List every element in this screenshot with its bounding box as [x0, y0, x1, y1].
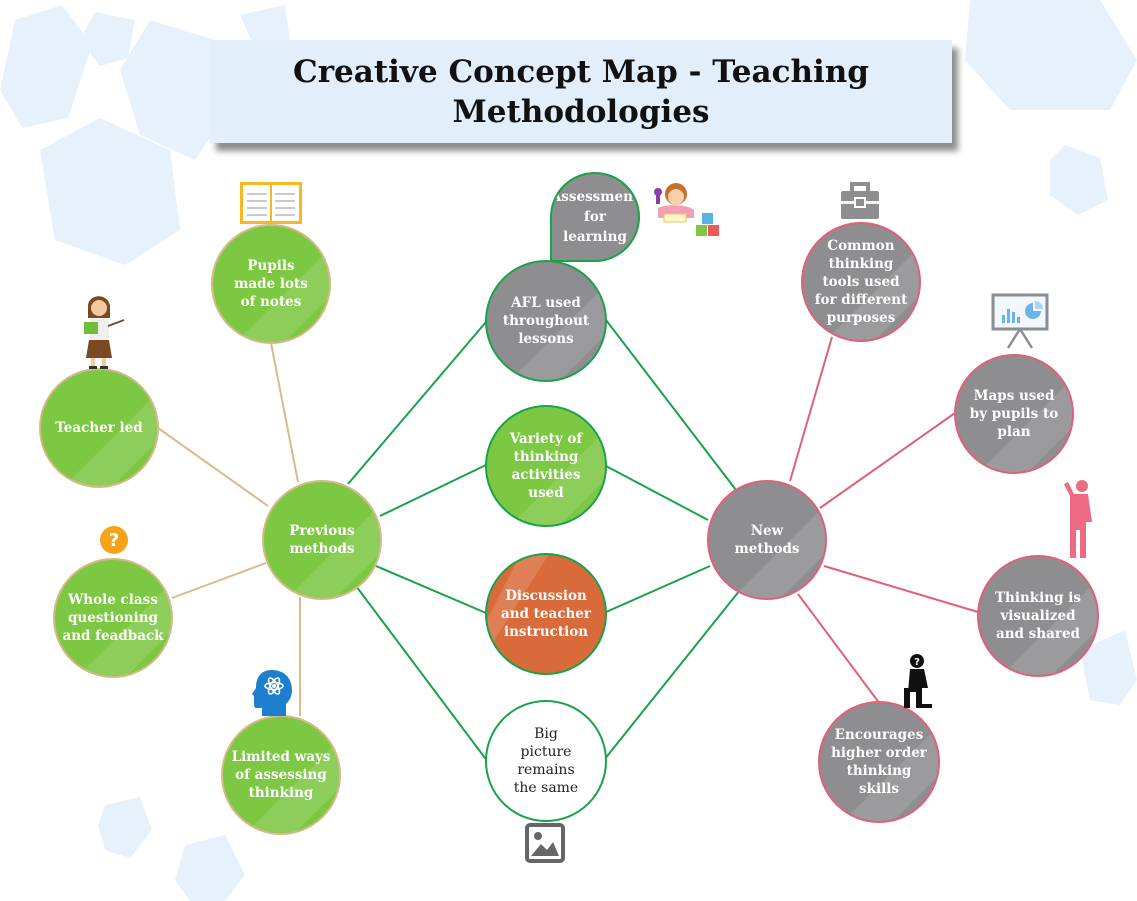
teacher-icon	[80, 292, 126, 370]
node-label: AFL used throughout lessons	[487, 294, 605, 348]
thinking-person-icon	[1062, 478, 1098, 560]
link-visualized	[824, 566, 978, 612]
node-label: Maps used by pupils to plan	[956, 387, 1072, 441]
node-label: Encourages higher order thinking skills	[820, 726, 938, 798]
link-new-discussion	[606, 566, 710, 612]
svg-text:?: ?	[109, 530, 119, 551]
link-prev-bigpicture	[356, 586, 488, 762]
node-variety[interactable]: Variety of thinking activities used	[485, 405, 607, 527]
link-teacher-led	[158, 428, 268, 506]
link-new-bigpicture	[604, 590, 740, 760]
node-maps-used[interactable]: Maps used by pupils to plan	[954, 354, 1074, 474]
node-big-picture[interactable]: Big picture remains the same	[485, 700, 607, 822]
link-prev-variety	[380, 465, 486, 516]
link-prev-discussion	[376, 566, 486, 613]
node-label: Whole class questioning and feadback	[55, 591, 171, 645]
link-higher-order	[798, 594, 880, 704]
node-label: Variety of thinking activities used	[487, 430, 605, 502]
node-common-tools[interactable]: Common thinking tools used for different…	[801, 222, 921, 342]
callout-assessment[interactable]: Assessment for learning	[550, 172, 640, 262]
link-maps-used	[820, 413, 955, 508]
link-common-tools	[790, 337, 832, 481]
sitting-thinker-icon: ?	[900, 652, 934, 710]
notebook-icon	[240, 182, 302, 224]
node-pupils-notes[interactable]: Pupils made lots of notes	[211, 224, 331, 344]
node-label: Discussion and teacher instruction	[487, 587, 605, 641]
node-label: New methods	[707, 522, 827, 558]
node-label: Pupils made lots of notes	[213, 257, 329, 311]
toolbox-icon	[840, 182, 880, 220]
node-afl-used[interactable]: AFL used throughout lessons	[485, 260, 607, 382]
node-label: Teacher led	[55, 419, 142, 437]
node-label: Previous methods	[264, 522, 380, 558]
node-teacher-led[interactable]: Teacher led	[39, 368, 159, 488]
node-previous-methods[interactable]: Previous methods	[262, 480, 382, 600]
node-whole-class[interactable]: Whole class questioning and feadback	[53, 558, 173, 678]
question-icon: ?	[99, 525, 129, 555]
abc-blocks-icon	[694, 212, 722, 238]
node-limited-ways[interactable]: Limited ways of assessing thinking	[221, 715, 341, 835]
node-higher-order[interactable]: Encourages higher order thinking skills	[818, 701, 940, 823]
link-new-variety	[606, 466, 708, 520]
callout-label: Assessment for learning	[551, 187, 639, 247]
node-new-methods[interactable]: New methods	[707, 480, 827, 600]
node-visualized[interactable]: Thinking is visualized and shared	[977, 555, 1099, 677]
link-whole-class	[172, 563, 266, 598]
page-title: Creative Concept Map - Teaching Methodol…	[210, 52, 952, 132]
presentation-board-icon	[990, 293, 1050, 349]
node-label: Big picture remains the same	[487, 725, 605, 797]
link-prev-afl	[348, 322, 486, 484]
node-label: Common thinking tools used for different…	[803, 237, 919, 327]
node-discussion[interactable]: Discussion and teacher instruction	[485, 553, 607, 675]
svg-text:?: ?	[914, 657, 920, 668]
title-box: Creative Concept Map - Teaching Methodol…	[210, 40, 952, 143]
image-placeholder-icon	[525, 823, 565, 863]
node-label: Limited ways of assessing thinking	[223, 748, 339, 802]
brain-icon	[252, 668, 294, 716]
node-label: Thinking is visualized and shared	[979, 589, 1097, 643]
link-pupils-notes	[271, 343, 298, 482]
reading-girl-icon	[650, 180, 698, 228]
link-new-afl	[606, 320, 736, 490]
